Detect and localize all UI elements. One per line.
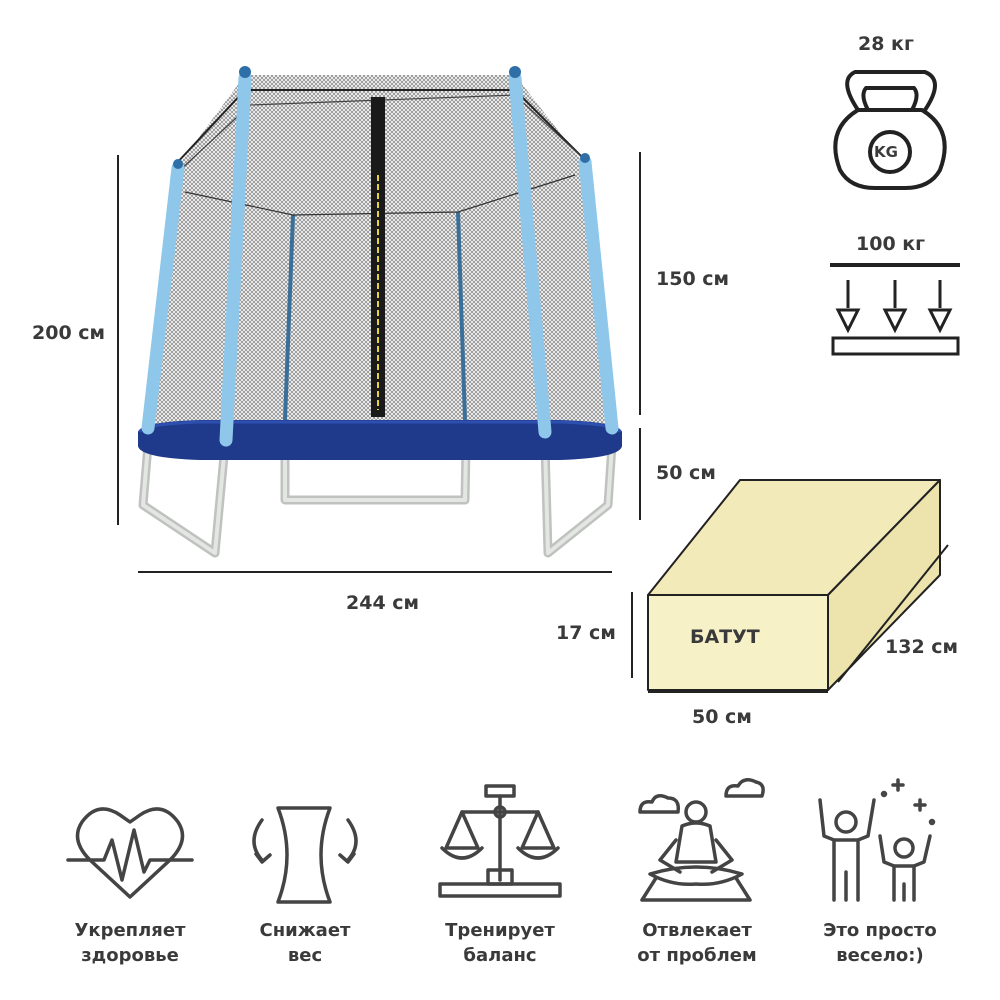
diameter-label: 244 см: [346, 592, 420, 614]
leg-height-label: 50 см: [656, 462, 716, 484]
max-load-icon: [830, 263, 960, 356]
inner-pole-left: [283, 214, 295, 421]
outer-poles: [141, 71, 619, 447]
box-height-label: 17 см: [556, 622, 616, 644]
box-length-label: 132 см: [885, 636, 959, 658]
package-box: [647, 479, 941, 691]
balance-scale-icon: [438, 784, 562, 898]
heart-pulse-icon: [66, 807, 194, 899]
net-top-edge: [174, 89, 586, 166]
waist-slim-icon: [252, 806, 358, 904]
frame-pad: [138, 420, 622, 460]
kettlebell-icon: [833, 70, 947, 190]
product-weight-label: 28 кг: [858, 33, 914, 55]
height-total-label: 200 см: [32, 322, 106, 344]
box-length-line: [837, 544, 949, 683]
happy-kids-icon: [818, 778, 936, 902]
meditation-icon: [638, 778, 765, 902]
net-height-label: 150 см: [656, 268, 730, 290]
box-width-label: 50 см: [692, 706, 752, 728]
package-label: БАТУТ: [690, 626, 760, 648]
kettlebell-kg-text: KG: [874, 143, 898, 161]
inner-pole-right: [456, 211, 467, 421]
max-load-label: 100 кг: [856, 233, 926, 255]
